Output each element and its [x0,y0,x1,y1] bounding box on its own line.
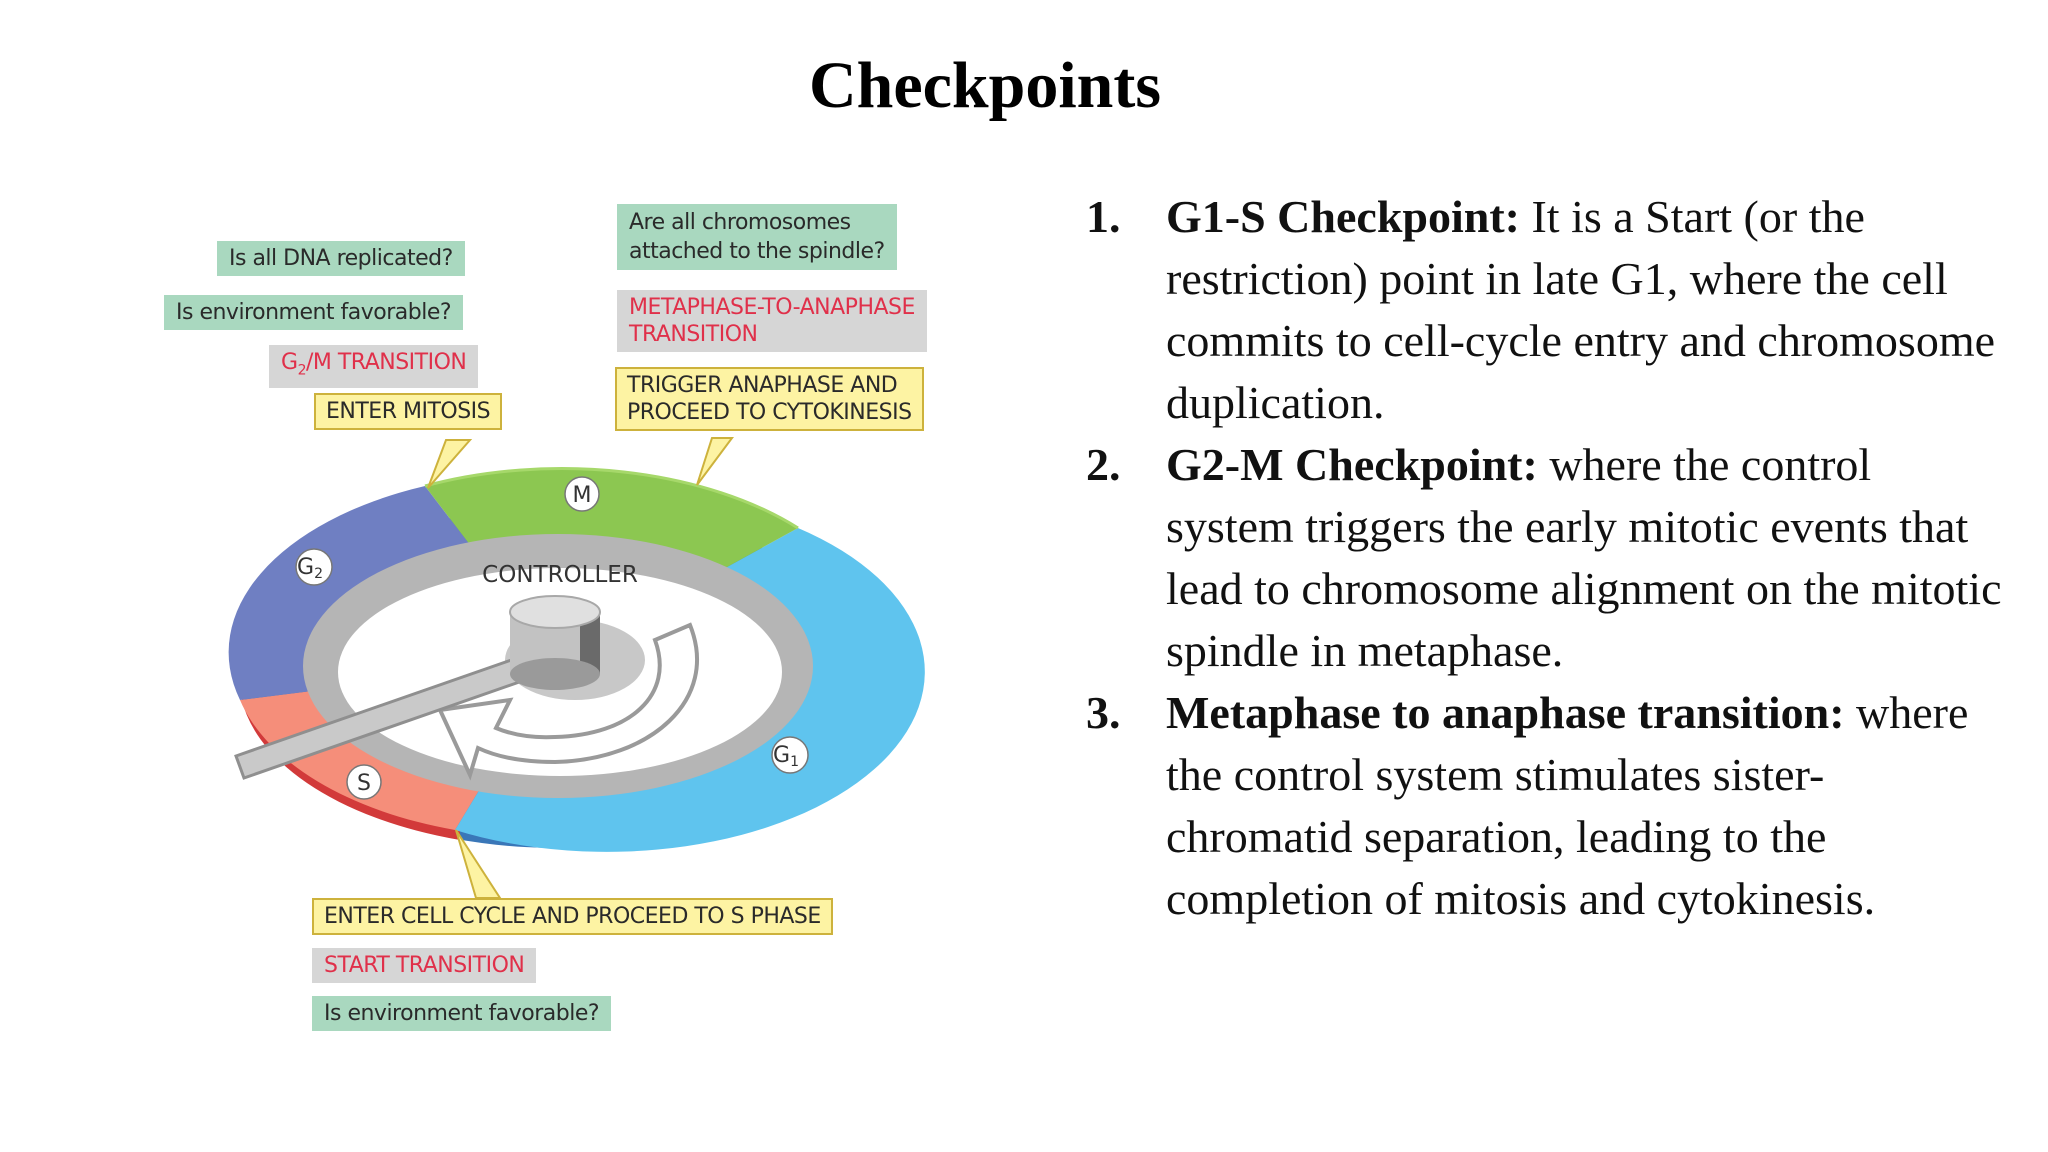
checkpoint-number: 2. [1086,439,1121,490]
g1-phase-marker: G1 [771,736,809,774]
chromosomes-q-line1: Are all chromosomes [629,210,851,235]
hub-bottom [510,658,600,690]
environment-question-top: Is environment favorable? [164,295,464,330]
meta-anaphase-line1: METAPHASE-TO-ANAPHASE [629,295,915,320]
checkpoint-heading: G1-S Checkpoint: [1166,191,1520,242]
environment-question-bottom: Is environment favorable? [312,996,612,1031]
trigger-line1: TRIGGER ANAPHASE AND [627,373,898,398]
checkpoint-heading: Metaphase to anaphase transition: [1166,687,1845,738]
g2-phase-sub: 2 [314,566,323,582]
g2m-prefix: G [281,350,298,375]
controller-label: CONTROLLER [482,562,638,588]
checkpoint-text: where the control system stimulates sist… [1166,687,1969,924]
checkpoint-number: 1. [1086,191,1121,242]
meta-anaphase-line2: TRANSITION [629,322,758,347]
g2m-transition-label: G2/M TRANSITION [269,345,479,389]
checkpoint-item: 3. Metaphase to anaphase transition: whe… [1086,682,2006,930]
chromosomes-attached-question: Are all chromosomes attached to the spin… [617,204,897,270]
g2m-sub: 2 [297,362,307,379]
rotation-arrow [437,622,699,781]
slide-title: Checkpoints [808,49,1162,122]
enter-mitosis-pointer [427,439,473,489]
m-phase-marker: M [564,476,600,512]
checkpoint-list: 1. G1-S Checkpoint: It is a Start (or th… [1086,186,2006,930]
metaphase-anaphase-transition-label: METAPHASE-TO-ANAPHASE TRANSITION [617,290,927,352]
g1-phase-sub: 1 [790,754,799,770]
enter-cell-cycle-label: ENTER CELL CYCLE AND PROCEED TO S PHASE [312,898,833,935]
cell-cycle-diagram: M G2 G1 S CONTROLLER Is all DNA replicat… [0,0,1000,1152]
s-phase-label: S [357,771,371,796]
g2m-suffix: /M TRANSITION [305,350,467,375]
dna-replicated-question: Is all DNA replicated? [217,241,465,276]
checkpoint-text: It is a Start (or the restriction) point… [1166,191,1996,428]
s-phase-marker: S [346,764,382,800]
g1-phase-letter: G [773,743,790,768]
hub-side [580,612,600,674]
m-edge [424,467,799,530]
svg-text:G1: G1 [773,743,799,770]
checkpoint-item: 2. G2-M Checkpoint: where the control sy… [1086,434,2006,682]
cell-cycle-wheel: M G2 G1 S CONTROLLER [228,437,925,899]
checkpoint-item: 1. G1-S Checkpoint: It is a Start (or th… [1086,186,2006,434]
g2-phase-letter: G [297,555,314,580]
m-phase-label: M [573,483,592,508]
hub-top [509,595,601,629]
g2-phase-marker: G2 [295,548,333,586]
trigger-pointer [696,437,734,486]
svg-text:G2: G2 [297,555,323,582]
enter-mitosis-label: ENTER MITOSIS [314,393,503,430]
trigger-line2: PROCEED TO CYTOKINESIS [627,400,912,425]
chromosomes-q-line2: attached to the spindle? [629,239,885,264]
trigger-anaphase-label: TRIGGER ANAPHASE AND PROCEED TO CYTOKINE… [615,367,924,431]
checkpoint-heading: G2-M Checkpoint: [1166,439,1538,490]
checkpoint-number: 3. [1086,687,1121,738]
start-transition-label: START TRANSITION [312,948,537,983]
checkpoint-text: where the control system triggers the ea… [1166,439,2002,676]
